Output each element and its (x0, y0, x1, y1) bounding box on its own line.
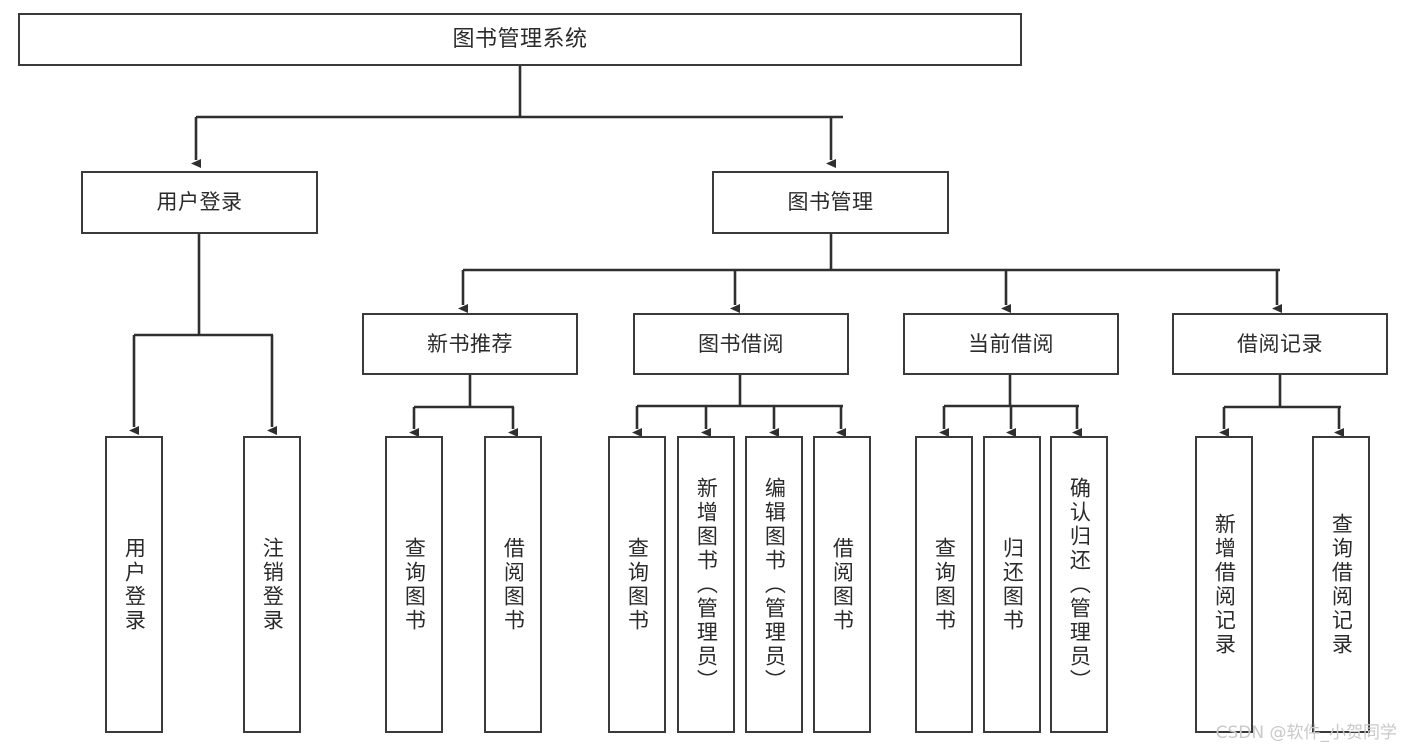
node-leaf-query-record[interactable]: 查询借阅记录 (1312, 436, 1370, 733)
node-leaf-query-record-label: 查询借阅记录 (1329, 512, 1354, 657)
node-leaf-borrow-book-2[interactable]: 借阅图书 (813, 436, 871, 733)
node-leaf-add-record-label: 新增借阅记录 (1212, 512, 1237, 657)
node-leaf-query-book-1-label: 查询图书 (402, 536, 427, 633)
node-leaf-borrow-book-1-label: 借阅图书 (501, 536, 526, 633)
node-book-borrow[interactable]: 图书借阅 (633, 313, 849, 375)
node-user-login-label: 用户登录 (156, 190, 243, 215)
node-book-management[interactable]: 图书管理 (712, 171, 949, 234)
node-leaf-add-book-label: 新增图书（管理员） (694, 476, 719, 693)
node-current-borrow[interactable]: 当前借阅 (903, 313, 1119, 375)
node-user-login[interactable]: 用户登录 (81, 171, 318, 234)
node-leaf-logout-login[interactable]: 注销登录 (243, 436, 301, 733)
node-leaf-borrow-book-2-label: 借阅图书 (830, 536, 855, 633)
node-leaf-query-book-2[interactable]: 查询图书 (608, 436, 666, 733)
node-borrow-record[interactable]: 借阅记录 (1172, 313, 1388, 375)
node-book-management-label: 图书管理 (787, 190, 874, 215)
node-book-borrow-label: 图书借阅 (698, 331, 784, 356)
node-leaf-add-book[interactable]: 新增图书（管理员） (677, 436, 735, 733)
node-leaf-return-book-label: 归还图书 (1000, 536, 1025, 633)
node-leaf-logout-login-label: 注销登录 (260, 536, 285, 633)
node-borrow-record-label: 借阅记录 (1237, 331, 1323, 356)
node-leaf-user-login[interactable]: 用户登录 (105, 436, 163, 733)
node-leaf-edit-book-label: 编辑图书（管理员） (762, 476, 787, 693)
node-new-book-recommend-label: 新书推荐 (427, 331, 513, 356)
node-root-label: 图书管理系统 (452, 26, 588, 52)
node-leaf-add-record[interactable]: 新增借阅记录 (1195, 436, 1253, 733)
node-leaf-query-book-3[interactable]: 查询图书 (915, 436, 973, 733)
node-leaf-confirm-return-label: 确认归还（管理员） (1067, 476, 1092, 693)
node-current-borrow-label: 当前借阅 (968, 331, 1054, 356)
node-leaf-return-book[interactable]: 归还图书 (983, 436, 1041, 733)
node-leaf-borrow-book-1[interactable]: 借阅图书 (484, 436, 542, 733)
node-root[interactable]: 图书管理系统 (18, 13, 1022, 66)
node-leaf-query-book-3-label: 查询图书 (932, 536, 957, 633)
node-leaf-query-book-2-label: 查询图书 (625, 536, 650, 633)
node-leaf-query-book-1[interactable]: 查询图书 (385, 436, 443, 733)
node-leaf-confirm-return[interactable]: 确认归还（管理员） (1050, 436, 1108, 733)
node-leaf-user-login-label: 用户登录 (122, 536, 147, 633)
node-leaf-edit-book[interactable]: 编辑图书（管理员） (745, 436, 803, 733)
node-new-book-recommend[interactable]: 新书推荐 (362, 313, 578, 375)
